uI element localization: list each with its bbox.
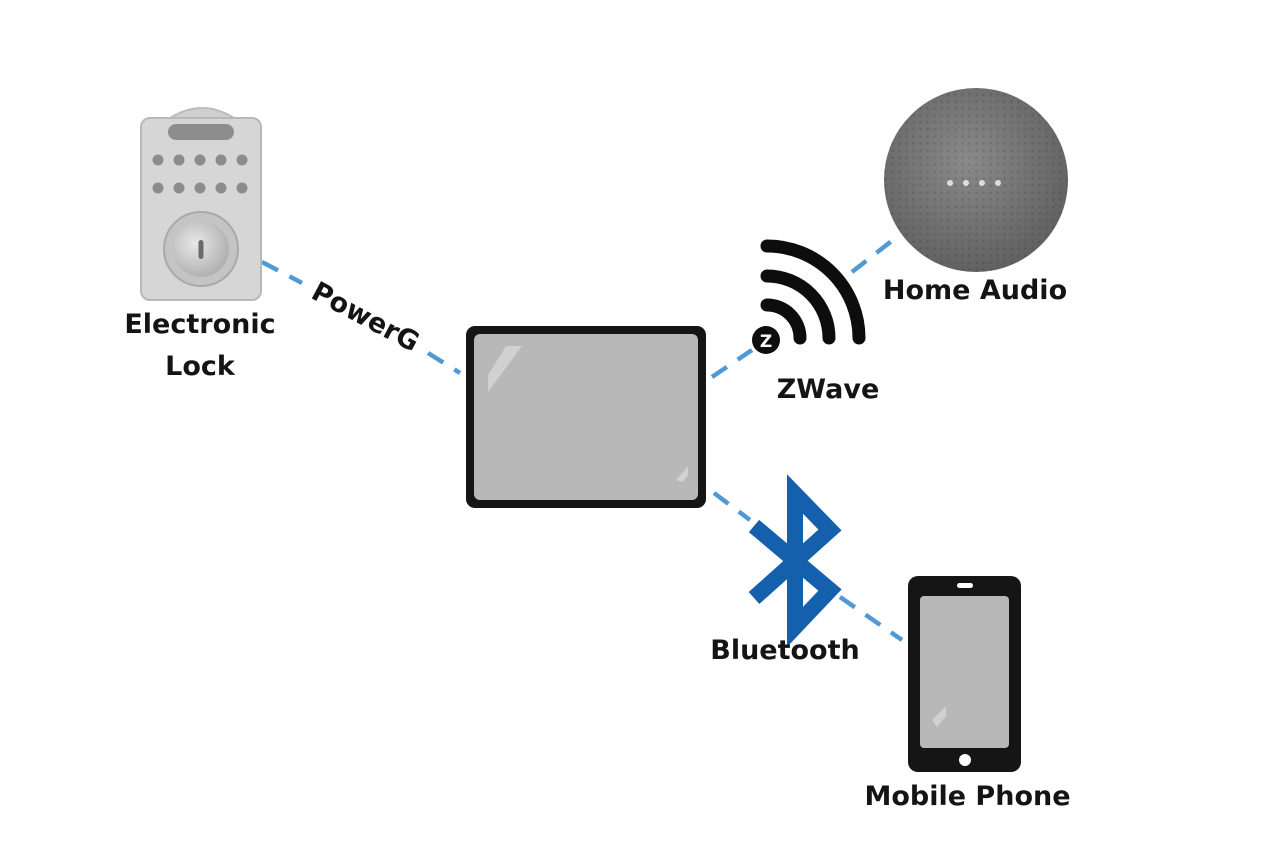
mobile-phone-label: Mobile Phone	[864, 781, 1071, 812]
electronic-lock-label-line1: Electronic	[124, 309, 276, 340]
home-audio-speaker	[884, 88, 1068, 272]
zwave-badge-letter: Z	[760, 332, 772, 352]
electronic-lock-illustration	[140, 107, 262, 301]
bluetooth-connection-label: Bluetooth	[710, 635, 860, 666]
electronic-lock-label: Electronic Lock	[100, 304, 300, 388]
connection-lines	[260, 234, 904, 642]
electronic-lock-label-line2: Lock	[165, 351, 235, 382]
zwave-connection-label: ZWave	[776, 374, 880, 405]
powerg-link-line	[260, 260, 304, 285]
powerg-connection-label: PowerG	[306, 276, 424, 358]
bluetooth-icon	[748, 474, 842, 648]
mobile-phone	[908, 576, 1021, 772]
zwave-badge-icon: Z	[752, 326, 780, 354]
bluetooth-link-line	[712, 491, 752, 522]
hub-tablet	[466, 326, 706, 508]
powerg-link-line	[426, 351, 462, 375]
home-audio-label: Home Audio	[882, 275, 1068, 306]
bluetooth-link-line	[838, 595, 904, 642]
zwave-link-line	[850, 234, 900, 274]
zwave-signal-icon	[760, 239, 866, 345]
zwave-link-line	[710, 348, 754, 379]
